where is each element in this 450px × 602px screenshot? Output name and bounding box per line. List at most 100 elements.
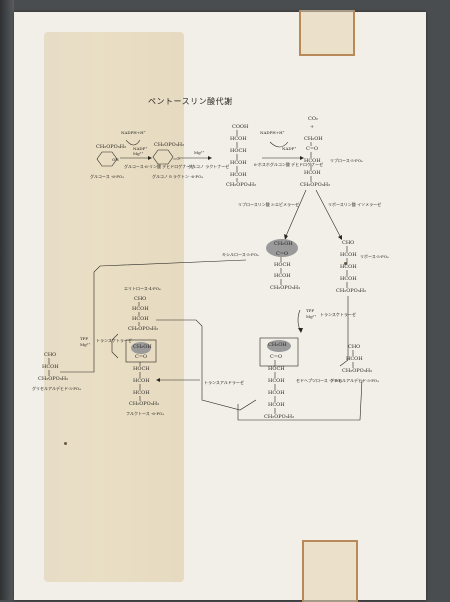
- svg-text:+: +: [310, 124, 314, 130]
- cofactor-label: NADPH+H⁺: [260, 130, 285, 135]
- svg-text:C=O: C=O: [270, 354, 282, 360]
- svg-text:グリセルアルデヒド-3-PO₄: グリセルアルデヒド-3-PO₄: [330, 377, 379, 383]
- svg-text:C=O: C=O: [135, 354, 147, 360]
- svg-text:グルコノ δ ラクトン -6-PO₄: グルコノ δ ラクトン -6-PO₄: [152, 173, 203, 179]
- svg-text:CH₂OPO₃H₂: CH₂OPO₃H₂: [226, 182, 256, 188]
- highlight-blob: [267, 340, 291, 352]
- svg-text:CH₂OPO₃H₂: CH₂OPO₃H₂: [342, 368, 372, 374]
- cofactor-arc: [125, 139, 141, 146]
- cofactor-label: Mg²⁺: [133, 151, 143, 156]
- svg-text:HCOH: HCOH: [132, 306, 149, 312]
- svg-text:=O: =O: [173, 156, 180, 161]
- cofactor-label: NADP⁺: [282, 146, 296, 151]
- ribose-5-phosphate: CHO HCOH HCOH HCOH CH₂OPO₃H₂ リボース-5-PO₄: [336, 240, 389, 294]
- page-stain: [44, 32, 184, 582]
- sedoheptulose-7-phosphate: CH₂OH C=O HOCH HCOH HCOH HCOH CH₂OPO₃H₂ …: [259, 337, 342, 420]
- svg-text:CH₂OPO₃H₂: CH₂OPO₃H₂: [264, 414, 294, 420]
- svg-text:キシルロース-5-PO₄: キシルロース-5-PO₄: [222, 252, 259, 257]
- svg-text:C=O: C=O: [306, 146, 318, 152]
- arrowhead: [148, 156, 152, 160]
- svg-text:CH₂OH: CH₂OH: [304, 136, 323, 142]
- enzyme-label: グルコノ ラクトナーゼ: [188, 163, 229, 169]
- arrowhead: [208, 156, 212, 160]
- arrowhead: [156, 378, 160, 382]
- svg-text:HCOH: HCOH: [230, 172, 247, 178]
- flow-line: [339, 296, 349, 367]
- svg-text:HCOH: HCOH: [268, 378, 285, 384]
- svg-text:HCOH: HCOH: [340, 264, 357, 270]
- svg-text:HCOH: HCOH: [230, 136, 247, 142]
- svg-text:グリセルアルデヒド-3-PO₄: グリセルアルデヒド-3-PO₄: [32, 385, 81, 391]
- cofactor-label: Mg²⁺: [306, 314, 316, 319]
- flow-line: [156, 319, 257, 411]
- svg-text:HCOH: HCOH: [230, 160, 247, 166]
- svg-text:HOCH: HOCH: [268, 366, 285, 372]
- fructose-6-phosphate: CH₂OH C=O HOCH HCOH HCOH CH₂OPO₃H₂ フルクトー…: [125, 339, 164, 416]
- arrowhead: [300, 156, 304, 160]
- svg-text:HOCH: HOCH: [133, 366, 150, 372]
- cofactor-label: NADPH+H⁺: [121, 130, 146, 135]
- svg-text:CO₂: CO₂: [308, 116, 318, 122]
- svg-text:CHO: CHO: [342, 240, 354, 246]
- svg-text:CH₂OPO₃H₂: CH₂OPO₃H₂: [128, 326, 158, 332]
- svg-text:HCOH: HCOH: [340, 276, 357, 282]
- cofactor-label: Mg²⁺: [80, 342, 90, 347]
- svg-text:HCOH: HCOH: [346, 356, 363, 362]
- svg-text:HOCH: HOCH: [230, 148, 247, 154]
- svg-text:CH₂OH: CH₂OH: [274, 241, 293, 247]
- cofactor-label: NADP⁺: [133, 146, 147, 151]
- ink-spot: [64, 442, 67, 445]
- arrowhead: [338, 235, 342, 240]
- svg-text:CHO: CHO: [348, 344, 360, 350]
- svg-text:CH₂OPO₃H₂: CH₂OPO₃H₂: [300, 182, 330, 188]
- erythrose-4-phosphate: エリトロース-4-PO₄ CHO HCOH HCOH CH₂OPO₃H₂: [124, 286, 161, 332]
- svg-text:HCOH: HCOH: [133, 390, 150, 396]
- svg-text:HCOH: HCOH: [268, 390, 285, 396]
- book-spine-shadow: [0, 0, 14, 600]
- enzyme-label: トランスケトラーゼ: [320, 311, 356, 317]
- svg-text:HCOH: HCOH: [304, 170, 321, 176]
- flow-line: [93, 259, 247, 350]
- enzyme-label: リボースリン酸 イソメラーゼ: [328, 201, 381, 207]
- cofactor-arc: [269, 141, 289, 148]
- arrow: [285, 189, 307, 237]
- flow-line: [60, 350, 95, 373]
- enzyme-label: トランスケトラーゼ: [96, 337, 132, 343]
- highlight-box: [259, 337, 299, 367]
- svg-text:CHO: CHO: [134, 296, 146, 302]
- svg-text:HCOH: HCOH: [42, 364, 59, 370]
- svg-text:CH₂OPO₃H₂: CH₂OPO₃H₂: [96, 144, 126, 150]
- enzyme-label: リブロースリン酸 3-エピメラーゼ: [238, 201, 299, 207]
- svg-text:CH₂OPO₃H₂: CH₂OPO₃H₂: [336, 288, 366, 294]
- svg-text:CH₂OPO₃H₂: CH₂OPO₃H₂: [38, 376, 68, 382]
- svg-text:CH₂OPO₃H₂: CH₂OPO₃H₂: [154, 142, 184, 148]
- xylulose-5-phosphate: CH₂OH C=O HOCH HCOH CH₂OPO₃H₂ キシルロース-5-P…: [222, 239, 300, 291]
- glucose-6-phosphate: CH₂OPO₃H₂ OH グルコース -6-PO₄: [90, 144, 126, 179]
- glyceraldehyde-3-phosphate-right: CHO HCOH CH₂OPO₃H₂ グリセルアルデヒド-3-PO₄: [330, 344, 379, 383]
- svg-text:CHO: CHO: [44, 352, 56, 358]
- enzyme-label: グルコース-6-リン酸 デヒドロゲナーゼ: [124, 163, 194, 169]
- svg-text:HCOH: HCOH: [133, 378, 150, 384]
- tape-mark-bottom: [302, 540, 358, 602]
- svg-text:リボース-5-PO₄: リボース-5-PO₄: [360, 253, 389, 259]
- cofactor-label: TPP: [80, 336, 88, 341]
- svg-text:フルクトース -6-PO₄: フルクトース -6-PO₄: [126, 410, 164, 416]
- svg-text:COOH: COOH: [232, 124, 249, 130]
- ink-spot: [344, 262, 347, 265]
- flow-line: [237, 379, 363, 421]
- svg-text:セドヘプツロース -7-PO₄: セドヘプツロース -7-PO₄: [296, 377, 342, 383]
- glyceraldehyde-3-phosphate-left: CHO HCOH CH₂OPO₃H₂ グリセルアルデヒド-3-PO₄: [32, 352, 81, 391]
- enzyme-label: トランスアルドラーゼ: [204, 379, 244, 385]
- arrow: [297, 309, 301, 331]
- svg-text:OH: OH: [112, 157, 119, 162]
- svg-text:HCOH: HCOH: [132, 316, 149, 322]
- cofactor-label: TPP: [306, 308, 314, 313]
- svg-text:グルコース -6-PO₄: グルコース -6-PO₄: [90, 173, 124, 179]
- svg-text:HOCH: HOCH: [274, 262, 291, 268]
- highlight-box: [125, 339, 157, 363]
- svg-text:HCOH: HCOH: [304, 158, 321, 164]
- tape-mark-top: [299, 10, 355, 56]
- arrow: [111, 333, 119, 359]
- svg-text:CH₂OPO₃H₂: CH₂OPO₃H₂: [129, 401, 159, 407]
